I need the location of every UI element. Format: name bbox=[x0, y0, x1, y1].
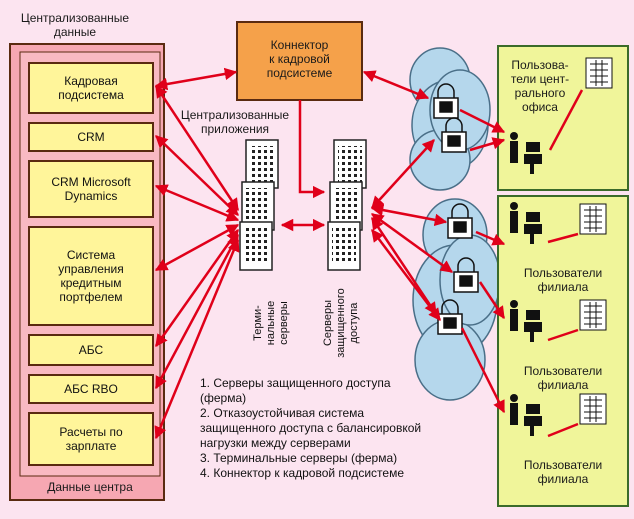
system-label: CRM Microsoft Dynamics bbox=[51, 175, 131, 203]
central-data-title: Централизованные данные bbox=[20, 11, 130, 39]
branch-users-label: Пользователи филиала bbox=[523, 458, 603, 486]
connection-arrows bbox=[154, 67, 584, 440]
note-item: 1. Серверы защищенного доступа (ферма) bbox=[200, 376, 391, 405]
user-workstation-icons bbox=[510, 132, 542, 436]
system-crm-dynamics[interactable]: CRM Microsoft Dynamics bbox=[28, 160, 154, 218]
note-item: 3. Терминальные серверы (ферма) bbox=[200, 451, 398, 465]
terminal-servers[interactable] bbox=[239, 139, 279, 271]
secure-servers-label: Серверы защищенного доступа bbox=[322, 288, 360, 358]
terminal-servers-label: Терми- нальные серверы bbox=[252, 300, 290, 346]
branch-users-label: Пользователи филиала bbox=[523, 266, 603, 294]
system-abs[interactable]: АБС bbox=[28, 334, 154, 366]
lock-icons bbox=[433, 83, 479, 335]
data-center-label: Данные центра bbox=[47, 480, 133, 494]
system-label: Расчеты по зарплате bbox=[59, 425, 123, 453]
connector-label: Коннектор к кадровой подсистеме bbox=[266, 38, 333, 80]
system-credit-portfolio[interactable]: Система управления кредитным портфелем bbox=[28, 226, 154, 326]
system-crm[interactable]: CRM bbox=[28, 122, 154, 152]
central-office-users-label: Пользова- тели цент- рального офиса bbox=[510, 58, 570, 114]
secure-access-servers[interactable] bbox=[327, 139, 367, 271]
system-label: АБС bbox=[78, 343, 104, 357]
system-hr-subsystem[interactable]: Кадровая подсистема bbox=[28, 62, 154, 114]
notes-list: 1. Серверы защищенного доступа (ферма) 2… bbox=[200, 376, 432, 481]
note-item: 2. Отказоустойчивая система защищенного … bbox=[200, 406, 422, 450]
branch-users-label: Пользователи филиала bbox=[523, 364, 603, 392]
system-label: Кадровая подсистема bbox=[58, 74, 124, 102]
system-label: CRM bbox=[77, 130, 105, 144]
system-label: Система управления кредитным портфелем bbox=[58, 248, 124, 304]
system-payroll[interactable]: Расчеты по зарплате bbox=[28, 412, 154, 466]
document-icons bbox=[579, 57, 613, 425]
branch-panel bbox=[497, 195, 629, 507]
central-apps-label: Централизованные приложения bbox=[180, 108, 290, 136]
system-label: АБС RBO bbox=[64, 382, 118, 396]
note-item: 4. Коннектор к кадровой подсистеме bbox=[200, 466, 405, 480]
system-abs-rbo[interactable]: АБС RBO bbox=[28, 374, 154, 404]
connector-box[interactable] bbox=[236, 21, 363, 101]
